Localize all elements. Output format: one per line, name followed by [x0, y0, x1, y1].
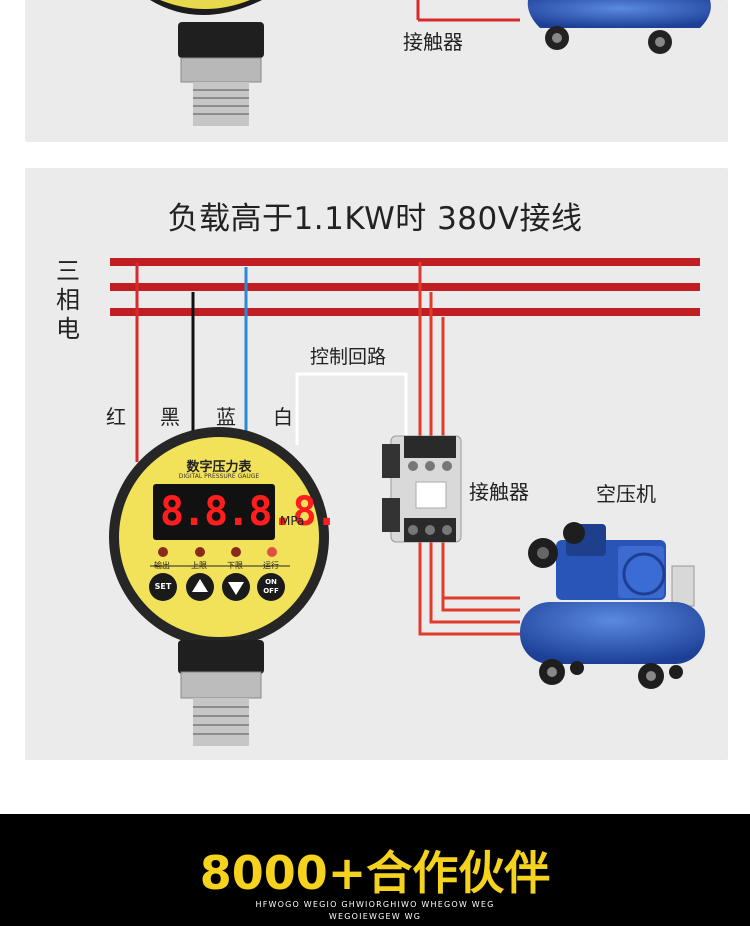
- air-compressor: [520, 522, 705, 689]
- wire-label-red: 红: [106, 405, 126, 429]
- on-label: ON: [265, 578, 277, 586]
- footer-tagline-2: WEGOIEWGEW WG: [328, 912, 422, 921]
- indicator-upper: 上限: [191, 561, 207, 570]
- three-phase-label: 三 相 电: [53, 257, 83, 344]
- down-arrow-icon: [222, 573, 250, 601]
- three-phase-char-3: 电: [56, 315, 80, 343]
- on-off-button: ON OFF: [259, 578, 283, 596]
- set-button: SET: [154, 582, 172, 591]
- gauge-subtitle: DIGITAL PRESSURE GAUGE: [178, 473, 260, 480]
- contactor: [382, 435, 462, 543]
- off-label: OFF: [263, 587, 279, 595]
- indicator-lower: 下限: [227, 561, 243, 570]
- wire-label-white: 白: [273, 405, 293, 429]
- gauge-title: 数字压力表: [186, 460, 252, 475]
- top-gauge: [150, 0, 264, 126]
- footer-tagline-1: HFWOGO WEGIO GHWIORGHIWO WHEGOW WEG: [255, 900, 495, 909]
- three-phase-bus: [110, 258, 700, 316]
- up-arrow-icon: [186, 573, 214, 601]
- contactor-label: 接触器: [469, 480, 529, 504]
- gauge-display: 8.8.8.8.: [160, 489, 339, 535]
- gauge-wires: [135, 262, 408, 462]
- power-wires: [418, 262, 520, 636]
- control-loop-label: 控制回路: [310, 346, 387, 368]
- wire-label-black: 黑: [160, 405, 180, 429]
- indicator-run: 运行: [263, 561, 279, 570]
- three-phase-char-2: 相: [56, 286, 80, 314]
- footer-banner: [0, 814, 750, 926]
- compressor-label: 空压机: [596, 482, 656, 506]
- top-wires: [416, 0, 520, 22]
- top-contactor-label: 接触器: [403, 30, 463, 54]
- diagram-title: 负载高于1.1KW时 380V接线: [167, 201, 583, 237]
- footer-title: 8000+合作伙伴: [199, 846, 551, 900]
- three-phase-char-1: 三: [56, 257, 80, 285]
- top-compressor: [527, 0, 711, 54]
- indicator-output: 输出: [154, 561, 170, 570]
- wire-label-blue: 蓝: [216, 405, 236, 429]
- digital-pressure-gauge: [109, 427, 329, 746]
- gauge-unit: MPa: [280, 514, 305, 528]
